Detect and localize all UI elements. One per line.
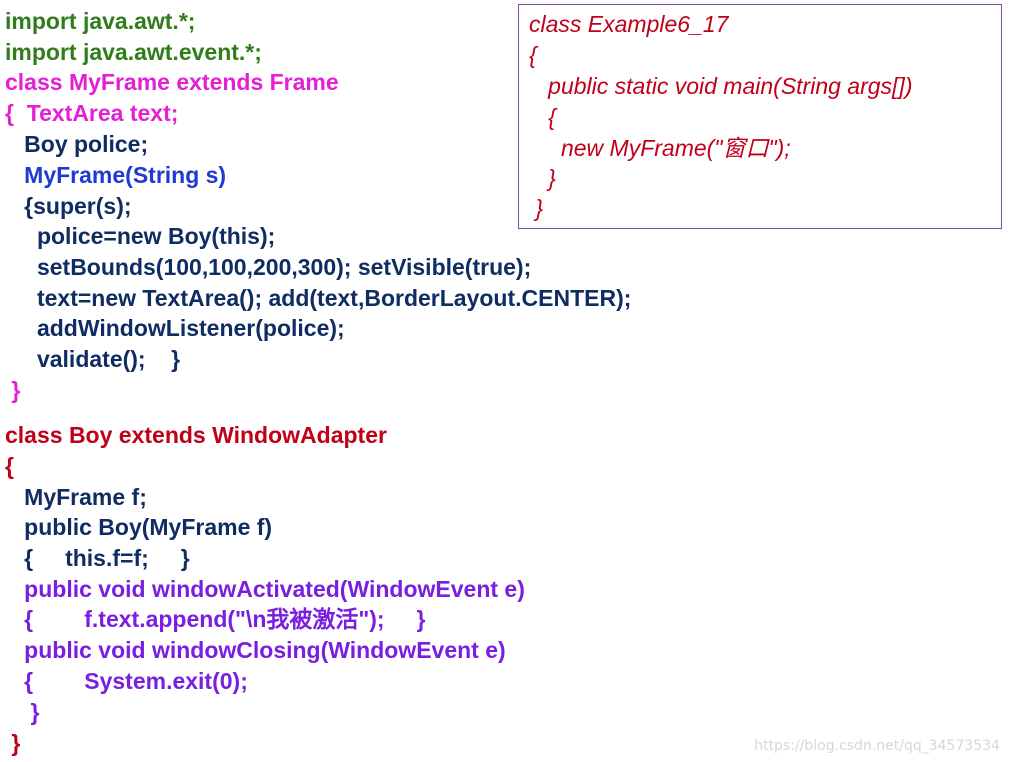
box-line: } [529,165,556,191]
code-line: { [5,453,14,479]
code-line: } [5,699,40,725]
box-line: public static void main(String args[]) [529,73,913,99]
code-line: Boy police; [5,131,149,157]
box-line: new MyFrame("窗口"); [529,135,791,161]
code-line: MyFrame(String s) [5,162,227,188]
code-line: { System.exit(0); [5,668,248,694]
code-line: } [5,730,21,756]
code-line: class MyFrame extends Frame [5,69,339,95]
code-line: { this.f=f; } [5,545,190,571]
code-line: } [5,377,21,403]
code-line: MyFrame f; [5,484,147,510]
code-line: validate(); } [5,346,181,372]
code-line: police=new Boy(this); [5,223,276,249]
code-line: { f.text.append("\n我被激活"); } [5,606,426,632]
code-line: public void windowActivated(WindowEvent … [5,576,525,602]
code-line: public void windowClosing(WindowEvent e) [5,637,506,663]
main-class-box: class Example6_17 { public static void m… [518,4,1002,229]
code-line: { TextArea text; [5,100,179,126]
box-line: class Example6_17 [529,11,729,37]
code-line: class Boy extends WindowAdapter [5,422,387,448]
code-line: {super(s); [5,193,132,219]
watermark: https://blog.csdn.net/qq_34573534 [754,738,1000,754]
box-line: } [529,195,544,221]
code-line: addWindowListener(police); [5,315,345,341]
box-line: { [529,42,537,68]
code-line: import java.awt.*; [5,8,196,34]
code-line: import java.awt.event.*; [5,39,262,65]
code-line: setBounds(100,100,200,300); setVisible(t… [5,254,532,280]
code-line: public Boy(MyFrame f) [5,514,273,540]
code-line: text=new TextArea(); add(text,BorderLayo… [5,285,632,311]
box-line: { [529,104,556,130]
